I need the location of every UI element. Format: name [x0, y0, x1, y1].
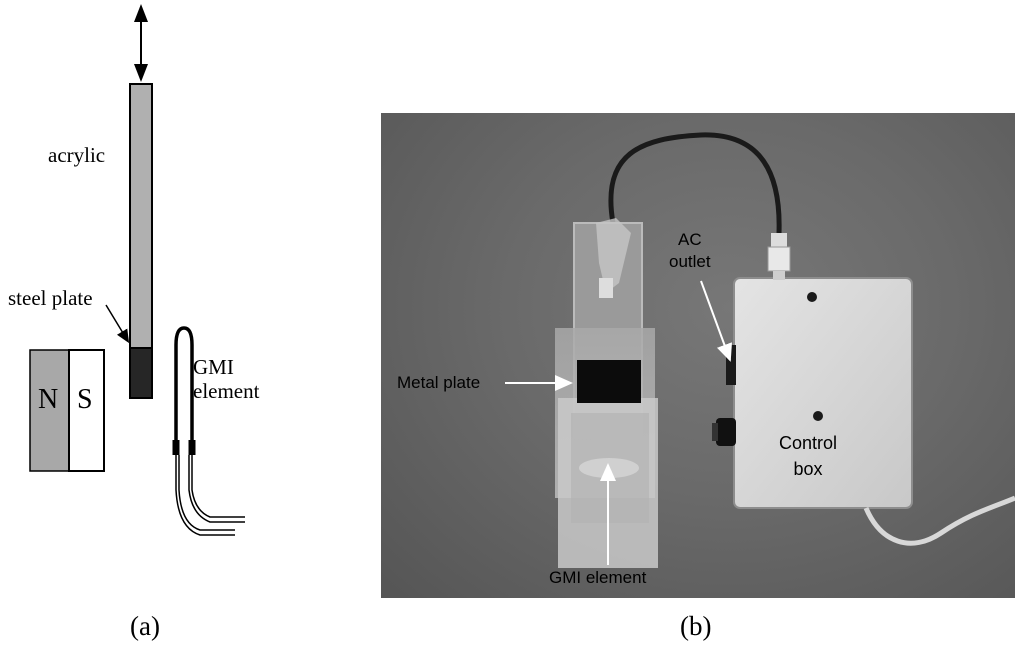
- control-box: [733, 277, 913, 509]
- motion-double-arrow: [134, 4, 148, 82]
- metal-plate: [577, 360, 641, 403]
- photo-drawing: [505, 132, 1015, 568]
- label-gmi-element-photo: GMI element: [549, 568, 647, 587]
- caption-a: (a): [130, 611, 160, 641]
- label-magnet-n: N: [38, 384, 59, 415]
- steel-plate: [129, 347, 153, 399]
- magnet-south: [68, 349, 105, 472]
- label-gmi-element: GMI element: [193, 355, 260, 403]
- schematic-panel: acrylic steel plate GMI element N S: [0, 0, 380, 652]
- control-knob: [712, 418, 736, 446]
- label-ac-outlet-line2: outlet: [669, 252, 711, 271]
- label-ac-outlet-line1: AC: [677, 230, 702, 249]
- gmi-element-wire: [172, 326, 245, 536]
- label-control-box-line2: box: [793, 459, 823, 479]
- label-ac-outlet: AC outlet: [669, 229, 711, 273]
- caption-b: (b): [680, 611, 712, 641]
- ac-outlet-port: [726, 345, 736, 385]
- label-control-box: Control box: [779, 430, 837, 482]
- ac-connector: [767, 233, 791, 280]
- label-acrylic: acrylic: [48, 143, 106, 167]
- signal-cable: [608, 132, 782, 234]
- label-magnet-s: S: [77, 384, 93, 415]
- label-control-box-line1: Control: [779, 433, 838, 453]
- label-metal-plate: Metal plate: [397, 373, 481, 392]
- power-cable: [863, 495, 1015, 546]
- photo-panel: Metal plate GMI element AC outlet Contro…: [381, 113, 1015, 598]
- label-steel-plate: steel plate: [8, 286, 93, 310]
- steel-plate-pointer: [105, 304, 130, 344]
- arrow-ac-outlet: [700, 280, 732, 362]
- acrylic-rod: [129, 83, 153, 349]
- schematic-drawing: [29, 4, 245, 536]
